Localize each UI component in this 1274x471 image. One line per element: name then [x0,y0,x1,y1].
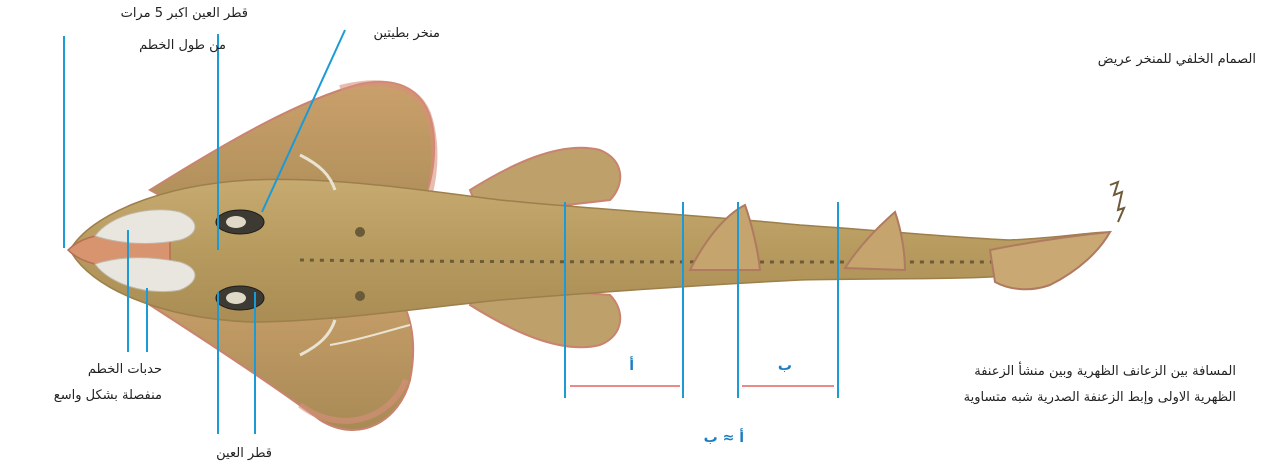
label-distance-line1: المسافة بين الزعانف الظهرية وبين منشأ ال… [974,362,1236,382]
label-valve: الصمام الخلفي للمنخر عريض [1098,50,1256,70]
signature-mark [1110,182,1124,222]
label-eye-width-line2: من طول الخطم [139,36,226,56]
label-ridges-line1: حدبات الخطم [88,360,162,380]
label-eye-width-line1: قطر العين اكبر 5 مرات [121,4,248,24]
label-segment-a: أ [629,356,634,376]
label-eye-diameter: قطر العين [216,444,272,464]
label-nostril: منخر بطيتين [373,24,440,44]
label-ridges-line2: منفصلة بشكل واسع [54,386,162,406]
label-distance-line2: الظهرية الاولى وإبط الزعنفة الصدرية شبه … [964,388,1236,408]
fish-illustration [68,82,1124,430]
label-segment-b: ب [778,356,792,376]
label-formula: أ ≈ ب [704,428,744,448]
